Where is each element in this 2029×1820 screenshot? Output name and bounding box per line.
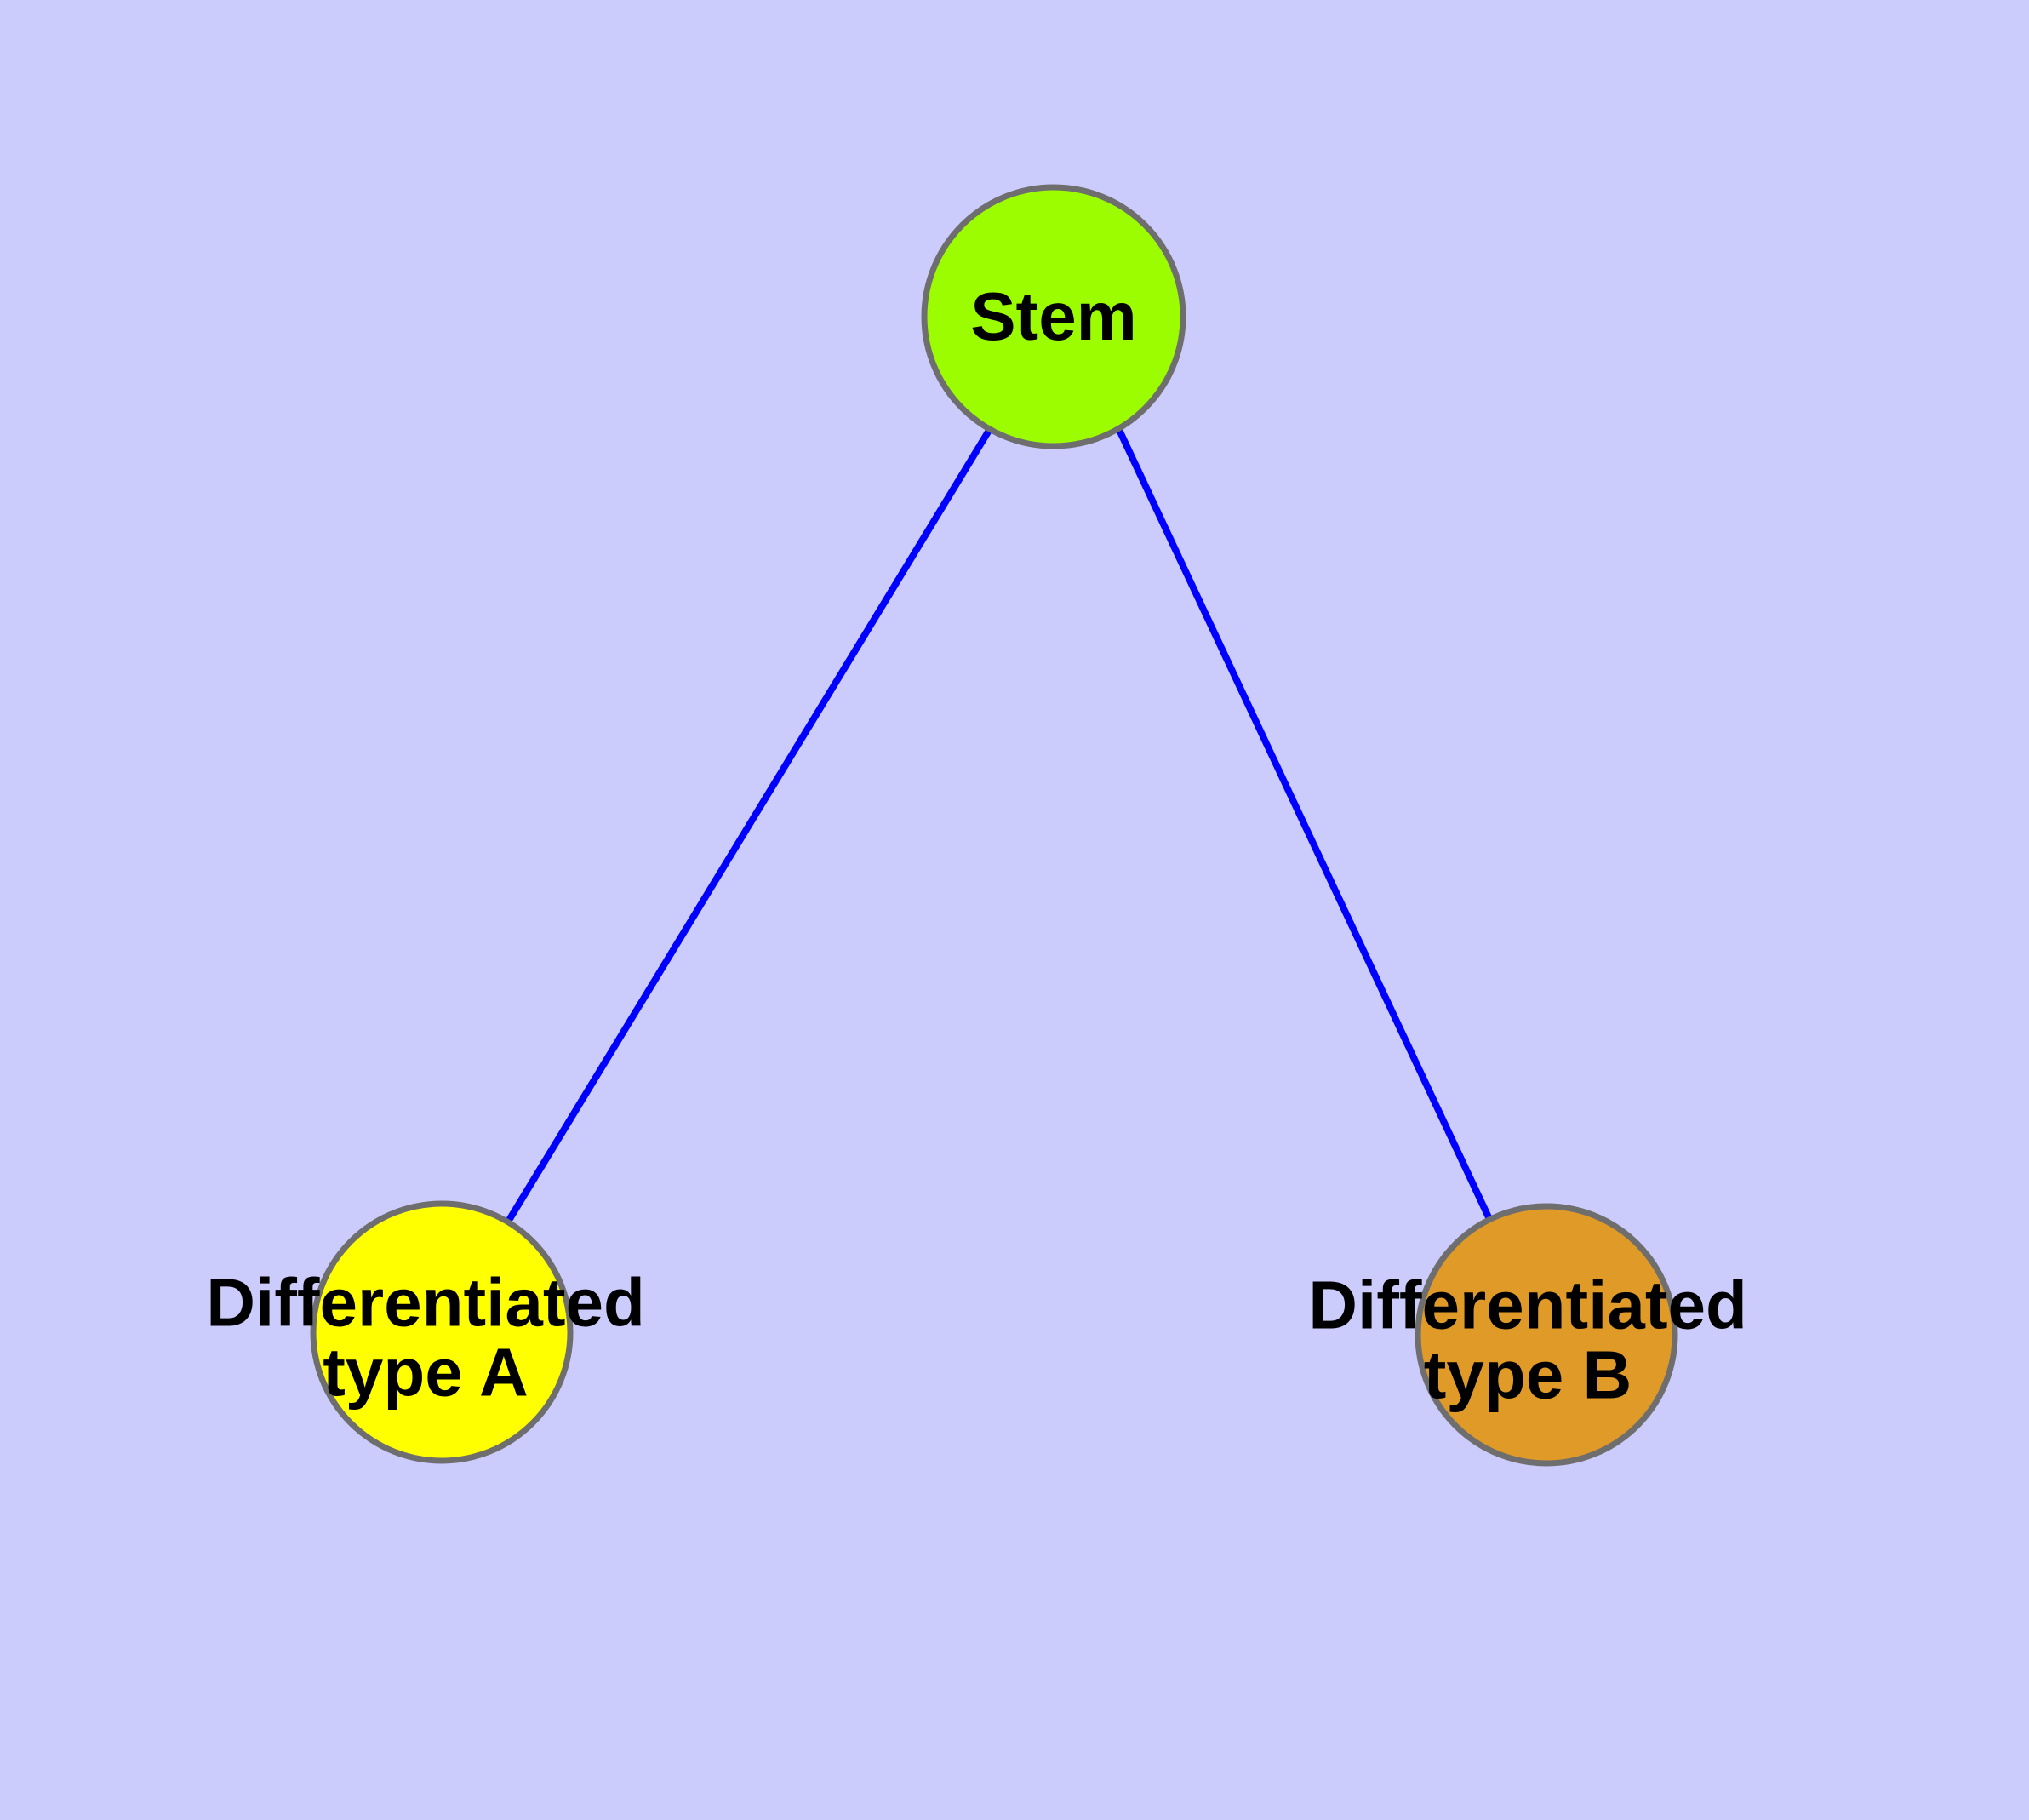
node-circle-diff-a[interactable] <box>310 1200 574 1464</box>
edge-layer <box>505 426 1493 1224</box>
node-layer <box>310 184 1678 1467</box>
edge-stem-to-diff-a[interactable] <box>505 426 993 1224</box>
node-circle-diff-b[interactable] <box>1415 1203 1678 1467</box>
node-circle-stem[interactable] <box>921 184 1186 449</box>
edge-stem-to-diff-b[interactable] <box>1116 428 1493 1221</box>
